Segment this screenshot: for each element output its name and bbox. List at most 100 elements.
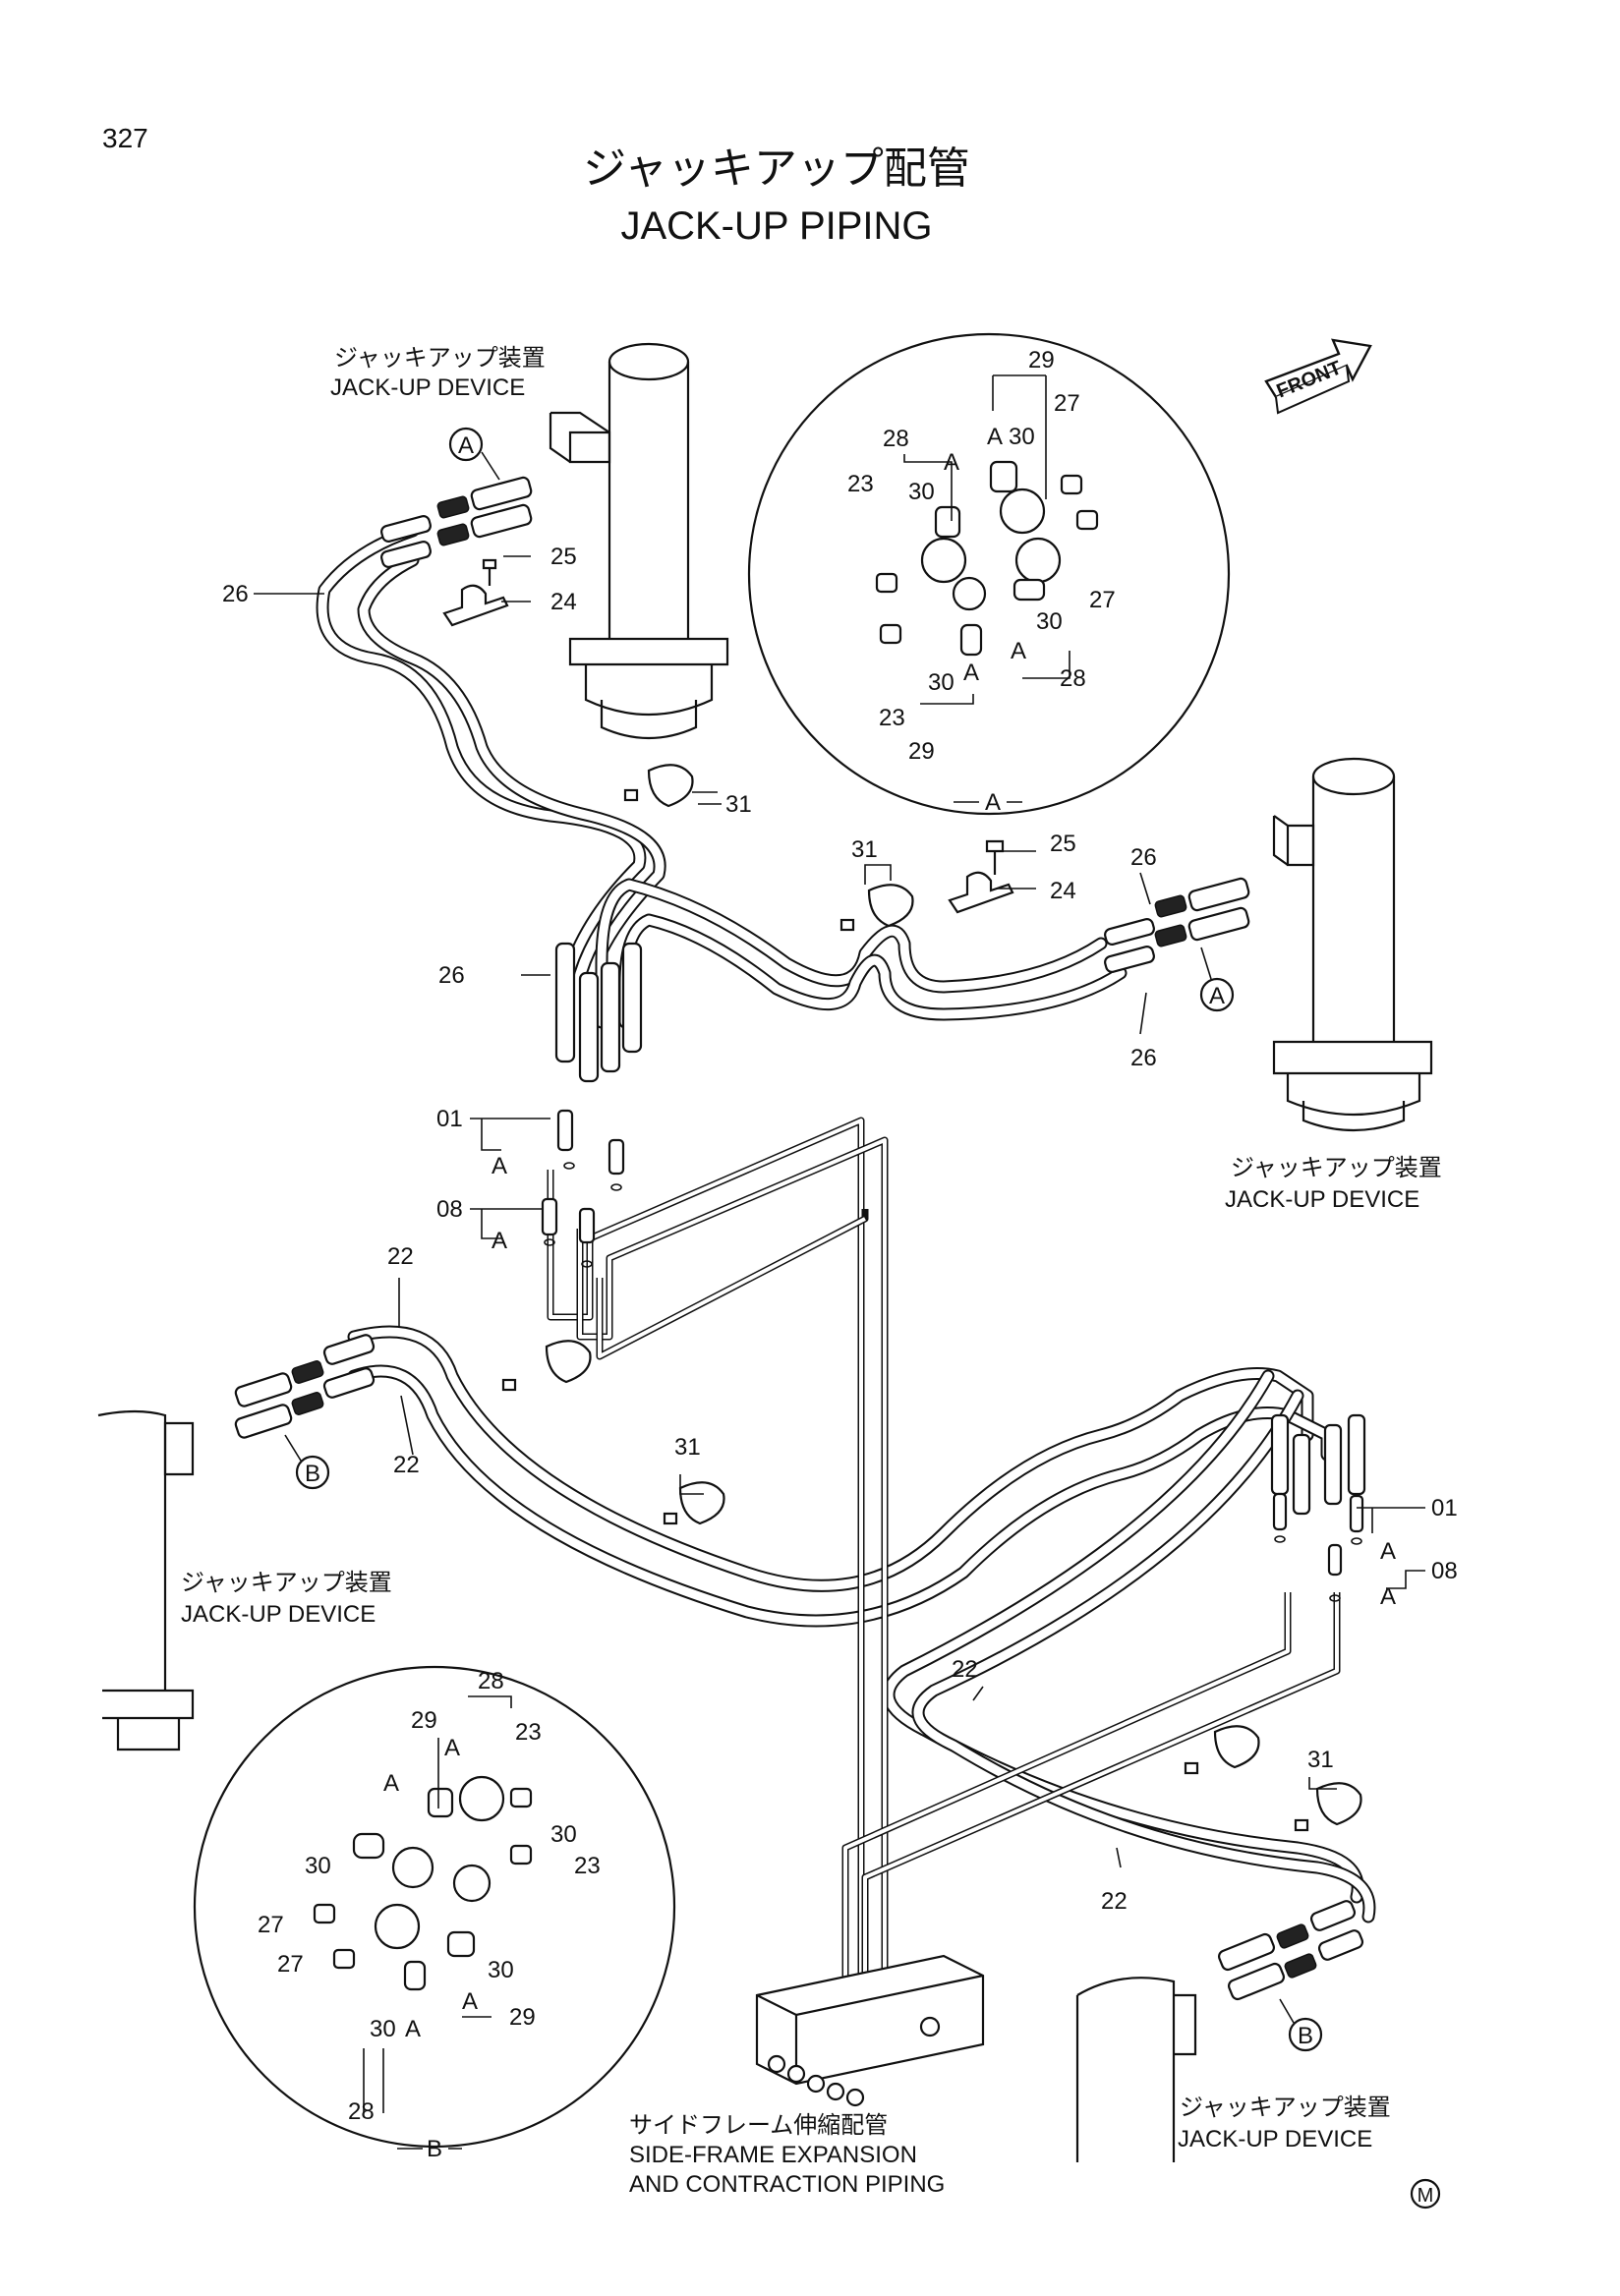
detail-a-circle xyxy=(747,332,1231,816)
steel-pipes xyxy=(547,1117,1341,2005)
part-22-a: 22 xyxy=(387,1243,414,1270)
clamp-top-left xyxy=(442,558,509,627)
detail-a-part-23-2: 23 xyxy=(879,705,905,731)
detail-a-part-30-4: 30 xyxy=(928,669,955,696)
detail-b-part-28-bottom: 28 xyxy=(348,2098,375,2125)
callout-a-text-1: A xyxy=(458,432,474,459)
detail-a-sub-a-4: A xyxy=(963,660,979,686)
part-31-b: 31 xyxy=(851,836,878,863)
device-label-en-1: JACK-UP DEVICE xyxy=(330,374,525,401)
device-label-jp-3: ジャッキアップ装置 xyxy=(181,1569,392,1596)
device-label-jp-1: ジャッキアップ装置 xyxy=(334,344,546,372)
detail-b-part-29-1: 29 xyxy=(411,1707,437,1734)
coupler-group-bottom-right xyxy=(1218,1900,1364,2001)
callout-b-text-2: B xyxy=(1298,2023,1313,2049)
part-22-b: 22 xyxy=(393,1452,420,1478)
callout-b-left: B xyxy=(284,1434,330,1490)
detail-b-part-30-3: 30 xyxy=(488,1957,514,1983)
title-english: JACK-UP PIPING xyxy=(620,204,932,248)
callout-a-text-2: A xyxy=(1209,983,1225,1009)
hoses-upper xyxy=(316,524,1128,1029)
detail-a-part-23-1: 23 xyxy=(847,471,874,497)
detail-b-circle xyxy=(193,1665,676,2149)
detail-a-sub-a-3: A xyxy=(1011,638,1026,664)
detail-a-part-27-1: 27 xyxy=(1054,390,1080,417)
part-25-a: 25 xyxy=(550,544,577,570)
cushion-clamps xyxy=(501,764,1362,1832)
front-arrow-icon: FRONT xyxy=(1264,338,1372,415)
detail-b-sub-a-3: A xyxy=(462,1988,478,2015)
part-26-a: 26 xyxy=(222,581,249,607)
detail-a-part-29-bottom: 29 xyxy=(908,738,935,765)
device-label-en-4: JACK-UP DEVICE xyxy=(1178,2126,1372,2152)
part-08-a: 08 xyxy=(436,1196,463,1223)
detail-a-part-27-2: 27 xyxy=(1089,587,1116,613)
part-08-b: 08 xyxy=(1431,1558,1458,1584)
detail-b-part-30-2: 30 xyxy=(305,1853,331,1879)
callout-a-top-left: A xyxy=(448,427,500,481)
part-08-a-sub: A xyxy=(492,1228,507,1254)
part-26-b: 26 xyxy=(1130,844,1157,871)
detail-b-sub-a-2: A xyxy=(383,1770,399,1797)
detail-b-part-23-2: 23 xyxy=(574,1853,601,1879)
detail-a-part-29-top: 29 xyxy=(1028,347,1055,373)
part-26-c: 26 xyxy=(1130,1045,1157,1071)
coupler-group-right xyxy=(1104,877,1250,973)
part-24-b: 24 xyxy=(1050,878,1076,904)
detail-b-part-30-4: 30 xyxy=(370,2016,396,2042)
device-label-jp-2: ジャッキアップ装置 xyxy=(1231,1154,1442,1181)
device-label-en-2: JACK-UP DEVICE xyxy=(1225,1186,1419,1213)
callout-b-text-1: B xyxy=(305,1461,320,1487)
part-24-a: 24 xyxy=(550,589,577,615)
detail-b-sub-a-4: A xyxy=(405,2016,421,2042)
part-25-b: 25 xyxy=(1050,831,1076,857)
detail-b-part-27-2: 27 xyxy=(277,1951,304,1978)
part-01-b-sub: A xyxy=(1380,1538,1396,1565)
detail-a-part-28-1: 28 xyxy=(883,426,909,452)
part-22-c: 22 xyxy=(952,1656,978,1683)
detail-leaders xyxy=(363,374,1070,2113)
detail-b-sub-a-1: A xyxy=(444,1735,460,1761)
coupler-group-top xyxy=(380,476,533,568)
callout-b-bottom-right: B xyxy=(1279,1998,1323,2052)
control-valve-block xyxy=(755,1954,985,2107)
side-frame-label-en-1: SIDE-FRAME EXPANSION xyxy=(629,2142,917,2168)
side-frame-label-jp: サイドフレーム伸縮配管 xyxy=(629,2111,888,2139)
side-frame-label-en-2: AND CONTRACTION PIPING xyxy=(629,2171,945,2198)
part-31-d: 31 xyxy=(1307,1747,1334,1773)
hoses-lower xyxy=(347,1325,1376,1923)
device-label-jp-4: ジャッキアップ装置 xyxy=(1180,2094,1391,2121)
m-mark-text: M xyxy=(1418,2185,1434,2207)
part-26-d: 26 xyxy=(438,962,465,989)
part-31-c: 31 xyxy=(674,1434,701,1461)
title-japanese: ジャッキアップ配管 xyxy=(583,144,970,194)
jackup-cylinder-top-left xyxy=(549,342,729,740)
m-mark-icon: M xyxy=(1410,2178,1441,2210)
detail-b-part-23-1: 23 xyxy=(515,1719,542,1746)
detail-a-part-30-3: 30 xyxy=(1036,608,1063,635)
detail-a-sub-a-1: A xyxy=(987,424,1003,450)
detail-b-part-30-1: 30 xyxy=(550,1821,577,1848)
detail-a-label: A xyxy=(985,789,1001,816)
detail-a-part-30-2: 30 xyxy=(908,479,935,505)
detail-a-part-30-1: 30 xyxy=(1009,424,1035,450)
coupler-group-left xyxy=(234,1334,376,1439)
part-01-a: 01 xyxy=(436,1106,463,1132)
detail-b-part-28-top: 28 xyxy=(478,1668,504,1694)
device-label-en-3: JACK-UP DEVICE xyxy=(181,1601,376,1628)
leader-lines xyxy=(254,555,1425,1868)
jackup-cylinder-right xyxy=(1272,757,1433,1132)
part-31-a: 31 xyxy=(725,791,752,818)
detail-b-part-27-1: 27 xyxy=(258,1912,284,1938)
detail-b-label: B xyxy=(427,2136,442,2162)
jackup-cylinder-left xyxy=(97,1409,195,1751)
hose-ends-upper xyxy=(541,942,643,1268)
hose-ends-lower xyxy=(1270,1413,1366,1602)
page-number: 327 xyxy=(102,123,148,153)
detail-b-part-29-2: 29 xyxy=(509,2004,536,2031)
part-08-b-sub: A xyxy=(1380,1583,1396,1610)
callout-a-right: A xyxy=(1199,947,1235,1012)
part-22-d: 22 xyxy=(1101,1888,1128,1915)
part-01-a-sub: A xyxy=(492,1153,507,1179)
